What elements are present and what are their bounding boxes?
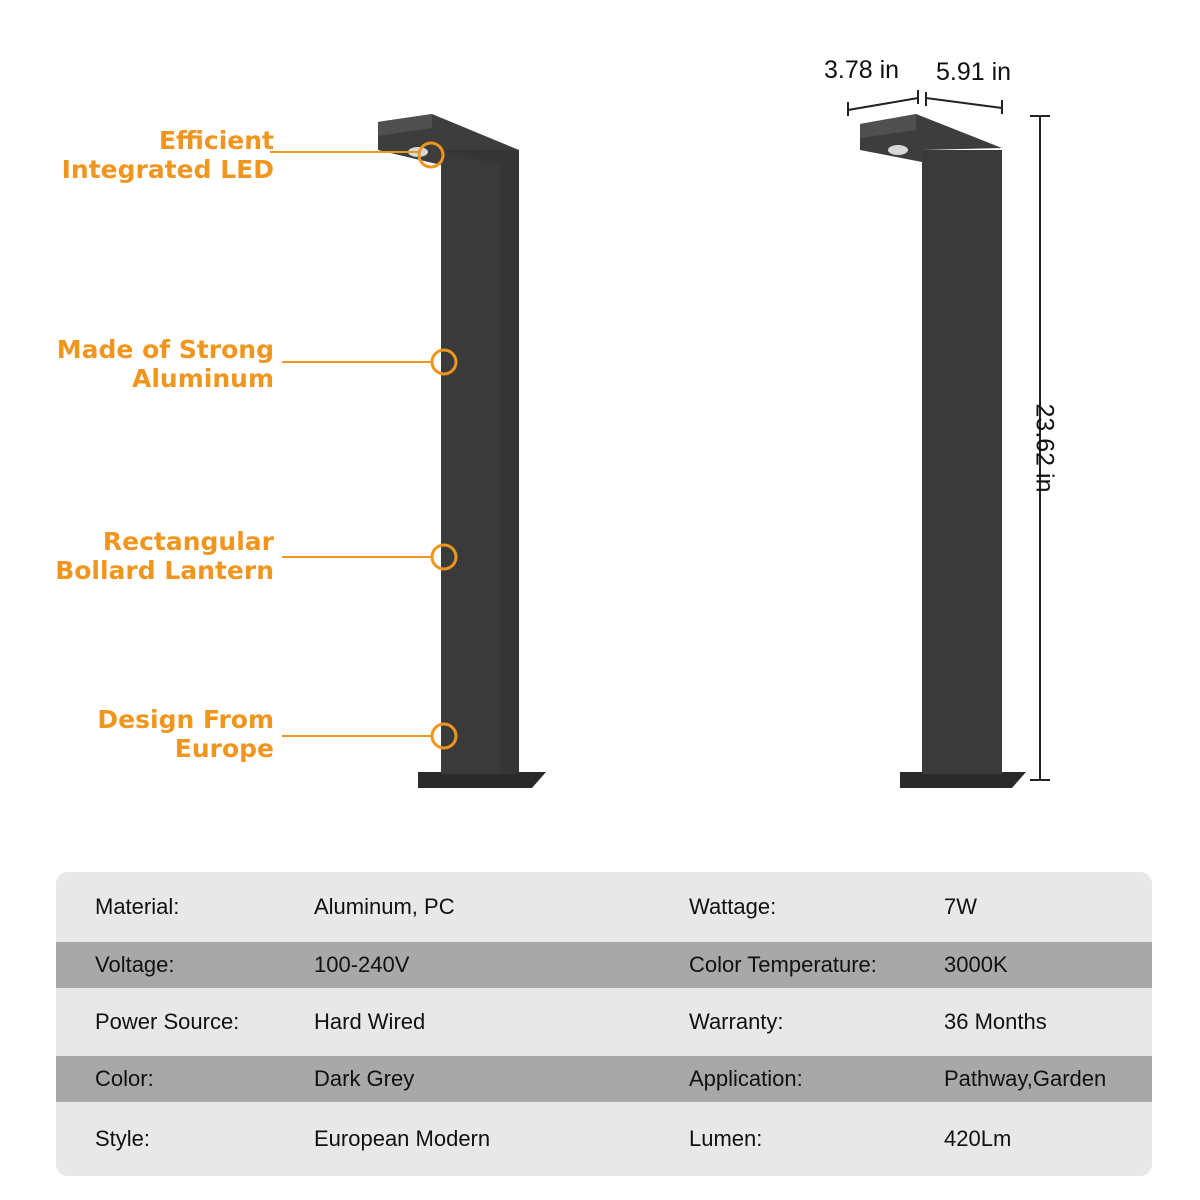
spec-label: Warranty: (689, 1009, 784, 1034)
dimension-length: 5.91 in (936, 58, 1012, 86)
spec-value: 420Lm (944, 1126, 1012, 1151)
table-row: Style: European Modern Lumen: 420Lm (56, 1102, 1152, 1176)
table-row: Power Source: Hard Wired Warranty: 36 Mo… (56, 988, 1152, 1056)
callout-line: Bollard Lantern (55, 556, 274, 585)
spec-value: Dark Grey (314, 1066, 415, 1091)
spec-value: 7W (944, 894, 977, 919)
callout-integrated-led: Efficient Integrated LED (14, 126, 274, 184)
spec-table: Material: Aluminum, PC Wattage: 7W Volta… (56, 872, 1152, 1176)
callout-line: Made of Strong (56, 335, 274, 364)
bollard-right (860, 114, 1026, 788)
table-row: Voltage: 100-240V Color Temperature: 300… (56, 942, 1152, 988)
callout-line: Efficient (158, 126, 274, 155)
spec-label: Power Source: (95, 1009, 240, 1034)
callout-markers (270, 141, 458, 750)
spec-value: Hard Wired (314, 1009, 426, 1034)
callout-line: Rectangular (102, 527, 274, 556)
callout-lantern: Rectangular Bollard Lantern (14, 527, 274, 585)
callout-aluminum: Made of Strong Aluminum (14, 335, 274, 393)
spec-label: Style: (95, 1126, 151, 1151)
callout-line: Design From (97, 705, 274, 734)
dimension-lines (847, 90, 1050, 781)
spec-label: Color Temperature: (689, 952, 877, 977)
spec-value: Aluminum, PC (314, 894, 455, 919)
spec-label: Wattage: (689, 894, 777, 919)
callout-line: Integrated LED (61, 155, 274, 184)
callout-line: Europe (174, 734, 274, 763)
callout-line: Aluminum (132, 364, 274, 393)
product-illustration (270, 90, 1050, 788)
dimension-height: 23.62 in (1030, 403, 1059, 493)
table-row: Color: Dark Grey Application: Pathway,Ga… (56, 1056, 1152, 1102)
spec-label: Lumen: (689, 1126, 763, 1151)
spec-value: 100-240V (314, 952, 410, 977)
spec-value: European Modern (314, 1126, 491, 1151)
spec-label: Voltage: (95, 952, 175, 977)
spec-label: Color: (95, 1066, 154, 1091)
spec-label: Application: (689, 1066, 803, 1091)
spec-label: Material: (95, 894, 180, 919)
spec-value: 3000K (944, 952, 1008, 977)
dimension-depth: 3.78 in (824, 56, 900, 84)
bollard-left (378, 114, 546, 788)
spec-value: Pathway,Garden (944, 1066, 1107, 1091)
spec-value: 36 Months (944, 1009, 1047, 1034)
table-row: Material: Aluminum, PC Wattage: 7W (56, 872, 1152, 942)
callout-design: Design From Europe (14, 705, 274, 763)
